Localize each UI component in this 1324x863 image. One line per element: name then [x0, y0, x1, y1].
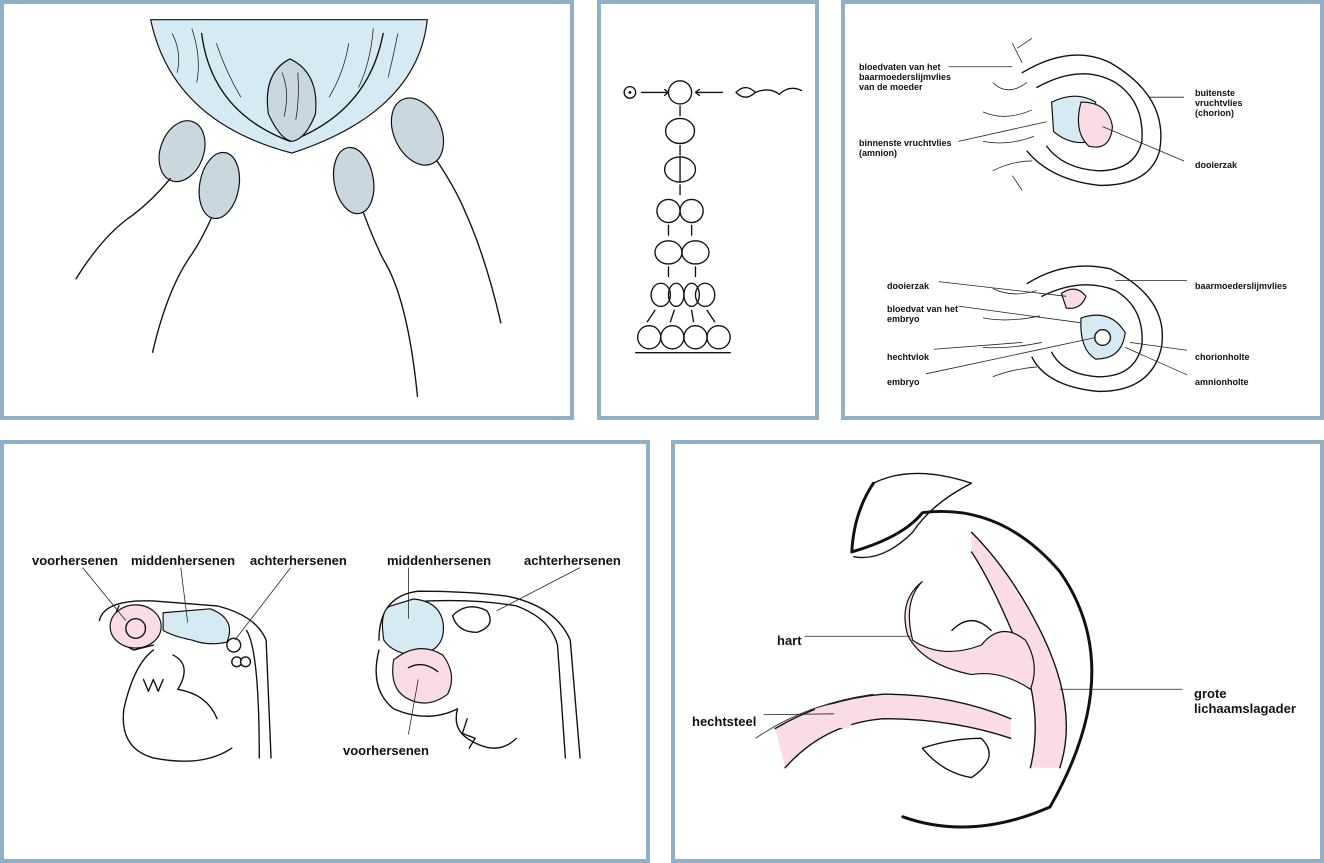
label-aorta: grote lichaamslagader: [1194, 686, 1296, 716]
cleavage-diagram: [623, 80, 803, 354]
panel-fertilization: [0, 0, 574, 420]
brain-illustration: [82, 567, 581, 762]
label-forebrain-left: voorhersenen: [32, 553, 118, 568]
membranes-leader-lines: [925, 66, 1188, 376]
sperm-left-1: [75, 120, 206, 280]
brain-right-drawing: [375, 590, 581, 759]
panel-brain: voorhersenen middenhersenen achterhersen…: [0, 440, 650, 863]
panel-heart: hart hechtsteel grote lichaamslagader: [671, 440, 1324, 863]
label-embryo-vessel: bloedvat van het embryo: [887, 304, 959, 324]
label-yolk-sac-top: dooierzak: [1195, 160, 1238, 170]
panel-membranes: bloedvaten van het baarmoederslijmvlies …: [841, 0, 1324, 420]
head-outline: [853, 472, 973, 559]
label-maternal-vessels: bloedvaten van het baarmoederslijmvlies …: [859, 62, 952, 92]
label-heart: hart: [777, 633, 802, 648]
sperm-head-center: [266, 58, 317, 142]
label-inner-membrane: binnenste vruchtvlies (amnion): [859, 138, 952, 158]
brain-left-drawing: [98, 600, 272, 762]
label-midbrain-right: middenhersenen: [387, 553, 492, 568]
label-forebrain-right: voorhersenen: [343, 743, 429, 758]
label-connecting-stalk: hechtsteel: [692, 714, 757, 729]
label-embryo: embryo: [887, 377, 920, 387]
label-villus: hechtvlok: [887, 352, 930, 362]
embryo-body-outline: [850, 481, 1094, 829]
connecting-stalk: [775, 694, 1011, 768]
label-hindbrain-left: achterhersenen: [250, 553, 347, 568]
label-midbrain-left: middenhersenen: [131, 553, 236, 568]
membranes-illustration: [925, 38, 1188, 393]
label-chorion-cavity: chorionholte: [1195, 352, 1250, 362]
sperm-right-1: [332, 146, 419, 398]
label-yolk-sac-bottom: dooierzak: [887, 281, 930, 291]
cleavage-stages: [623, 80, 803, 354]
heart-illustration: [755, 472, 1183, 829]
membranes-bottom-drawing: [982, 265, 1164, 393]
heart-leader-lines: [763, 635, 1183, 716]
panel-cleavage: [597, 0, 819, 420]
sperm-left-2: [151, 151, 241, 353]
label-hindbrain-right: achterhersenen: [524, 553, 621, 568]
label-amnion-cavity: amnionholte: [1195, 377, 1249, 387]
aorta: [971, 532, 1067, 768]
label-outer-membrane: buitenste vruchtvlies (chorion): [1195, 88, 1243, 118]
sperm-right-2: [390, 97, 502, 324]
membranes-top-drawing: [982, 38, 1162, 191]
egg-texture: [171, 28, 399, 120]
label-uterine-lining: baarmoederslijmvlies: [1195, 281, 1288, 291]
fertilization-illustration: [75, 19, 502, 398]
brain-leader-lines: [82, 567, 581, 735]
heart-tube: [904, 580, 1035, 691]
